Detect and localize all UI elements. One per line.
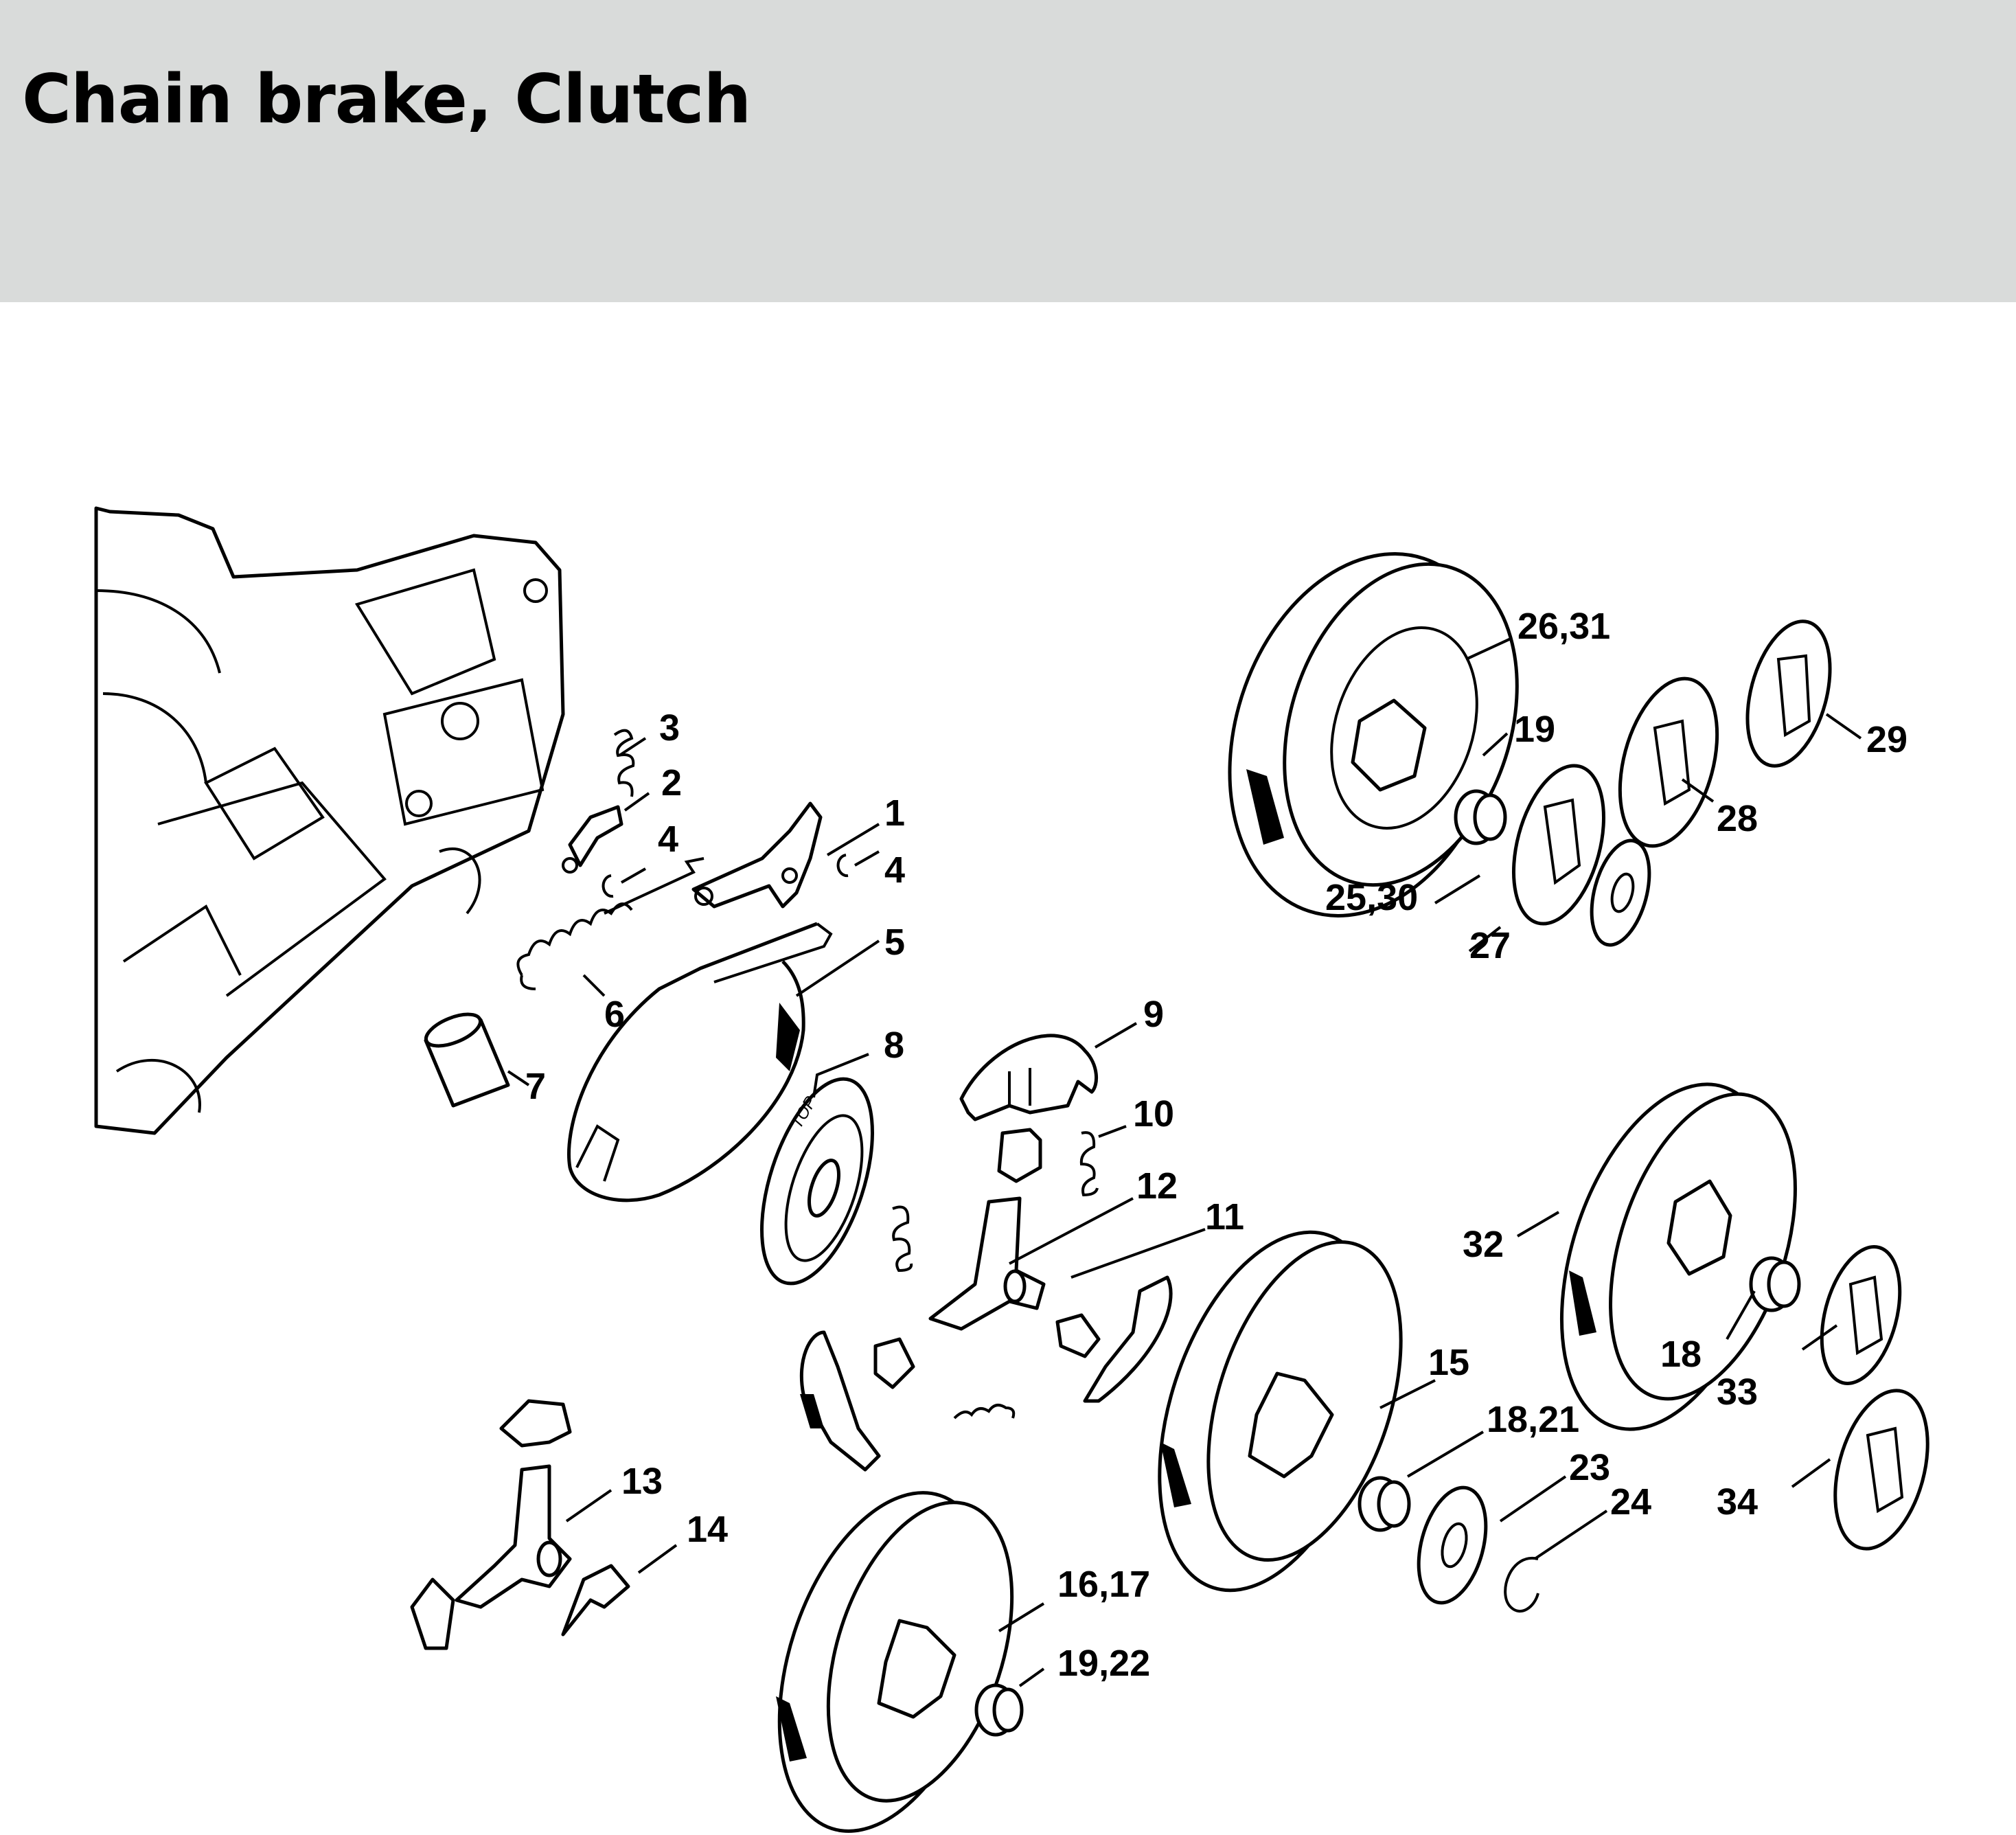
header-band: Chain brake, Clutch (0, 0, 2016, 302)
part-33-rim-sprocket (1820, 1245, 1902, 1385)
callout-4: 4 (884, 850, 905, 891)
part-19-22-needle-cage (974, 1683, 1024, 1737)
part-15-clutch-drum (1158, 1230, 1403, 1593)
chainsaw-housing (94, 506, 565, 1135)
callout-33: 33 (1717, 1371, 1758, 1413)
leader-lines (507, 637, 1862, 1687)
part-24-e-clip (1504, 1556, 1539, 1612)
callout-24: 24 (1610, 1481, 1651, 1523)
part-34-spur-sprocket (1833, 1389, 1929, 1551)
callout-29: 29 (1866, 719, 1908, 760)
part-2-lever (562, 805, 623, 874)
callout-16-17: 16,17 (1057, 1564, 1150, 1605)
callout-34: 34 (1717, 1481, 1758, 1523)
callout-19: 19 (1514, 709, 1555, 750)
part-26-31-clutch-drum (1228, 552, 1519, 918)
part-10-spring (1079, 1131, 1099, 1197)
callout-11: 11 (1205, 1196, 1244, 1238)
part-29-rim-sprocket (1745, 619, 1832, 768)
spring-clutch-center (953, 1404, 1016, 1420)
callout-6: 6 (604, 994, 625, 1035)
callout-2: 2 (661, 762, 682, 803)
part-25-30-rim-sprocket (1511, 764, 1606, 926)
callout-19-22: 19,22 (1057, 1643, 1150, 1684)
callout-labels: 3 2 4 1 4 5 6 7 8 9 10 11 12 13 14 15 16… (525, 606, 1908, 1684)
clutch-shoe-left (799, 1330, 915, 1472)
callout-7: 7 (525, 1066, 546, 1107)
clutch-part-block (997, 1128, 1042, 1183)
part-7-sleeve (424, 1012, 510, 1108)
part-32-clutch-drum (1559, 1082, 1797, 1431)
part-14-clutch-piece (561, 1564, 630, 1637)
part-5-brake-band (567, 922, 833, 1203)
callout-27: 27 (1469, 925, 1511, 966)
part-23-washer (1417, 1485, 1488, 1605)
callout-32: 32 (1463, 1224, 1504, 1265)
callout-28: 28 (1717, 798, 1758, 839)
callout-13: 13 (621, 1461, 663, 1502)
callout-26-31: 26,31 (1517, 606, 1610, 647)
part-1-bell-crank (691, 801, 823, 909)
part-4-circlip-a (602, 874, 614, 898)
part-27-washer (1590, 839, 1651, 947)
page-title: Chain brake, Clutch (22, 60, 751, 139)
part-18-needle-cage (1749, 1256, 1801, 1312)
callout-14: 14 (687, 1509, 728, 1550)
callout-8: 8 (884, 1025, 904, 1066)
part-28-spur-sprocket (1618, 676, 1719, 848)
part-16-17-clutch-drum (776, 1491, 1014, 1833)
callout-10: 10 (1133, 1093, 1174, 1135)
callout-5: 5 (884, 922, 905, 963)
callout-25-30: 25,30 (1325, 877, 1418, 918)
callout-18-21: 18,21 (1487, 1399, 1579, 1440)
callout-15: 15 (1428, 1342, 1469, 1383)
callout-9: 9 (1143, 994, 1164, 1035)
part-8-washer: TOP (760, 1077, 874, 1286)
callout-4: 4 (658, 819, 678, 860)
part-18-21-needle-cage (1358, 1476, 1411, 1532)
clutch-part-13-top (499, 1399, 572, 1448)
callout-12: 12 (1136, 1165, 1178, 1207)
part-13-carrier (455, 1464, 572, 1609)
part-3-spring (613, 729, 635, 797)
part-12-carrier (928, 1196, 1046, 1331)
clutch-part-13-left (410, 1577, 455, 1650)
callout-3: 3 (659, 707, 680, 749)
part-19-needle-cage (1454, 789, 1507, 845)
part-9-clutch-shoe (959, 1034, 1099, 1121)
callout-1: 1 (884, 793, 905, 834)
callout-23: 23 (1569, 1447, 1610, 1488)
part-4-circlip-b (836, 854, 849, 878)
spring-small-8 (892, 1205, 913, 1273)
callout-18: 18 (1660, 1334, 1702, 1375)
part-6-spring (516, 857, 705, 990)
part-11-clutch-shoe (1055, 1275, 1173, 1403)
